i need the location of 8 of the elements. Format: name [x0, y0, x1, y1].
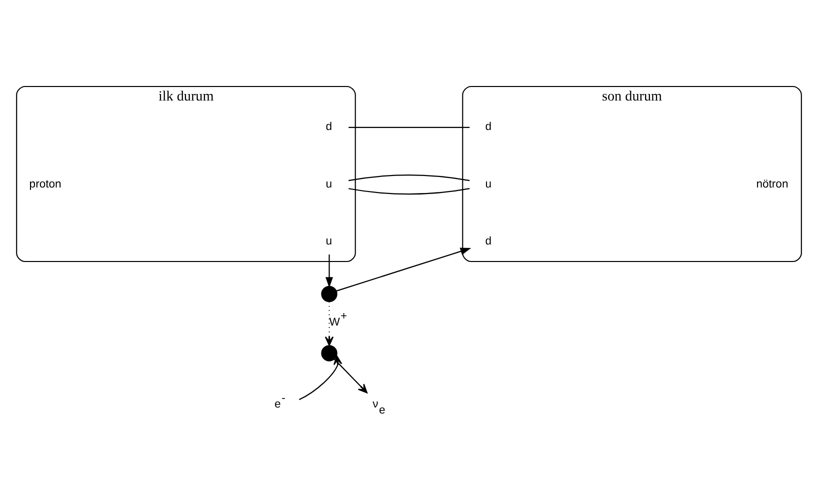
node-text: u: [326, 235, 332, 248]
node-text: d: [485, 121, 492, 134]
node-text: u: [485, 178, 492, 190]
node-text: d: [485, 235, 492, 248]
node-text: u: [326, 178, 332, 190]
node-label: proton: [29, 178, 62, 190]
node-label: nötron: [756, 178, 788, 190]
node-text: d: [326, 121, 332, 134]
